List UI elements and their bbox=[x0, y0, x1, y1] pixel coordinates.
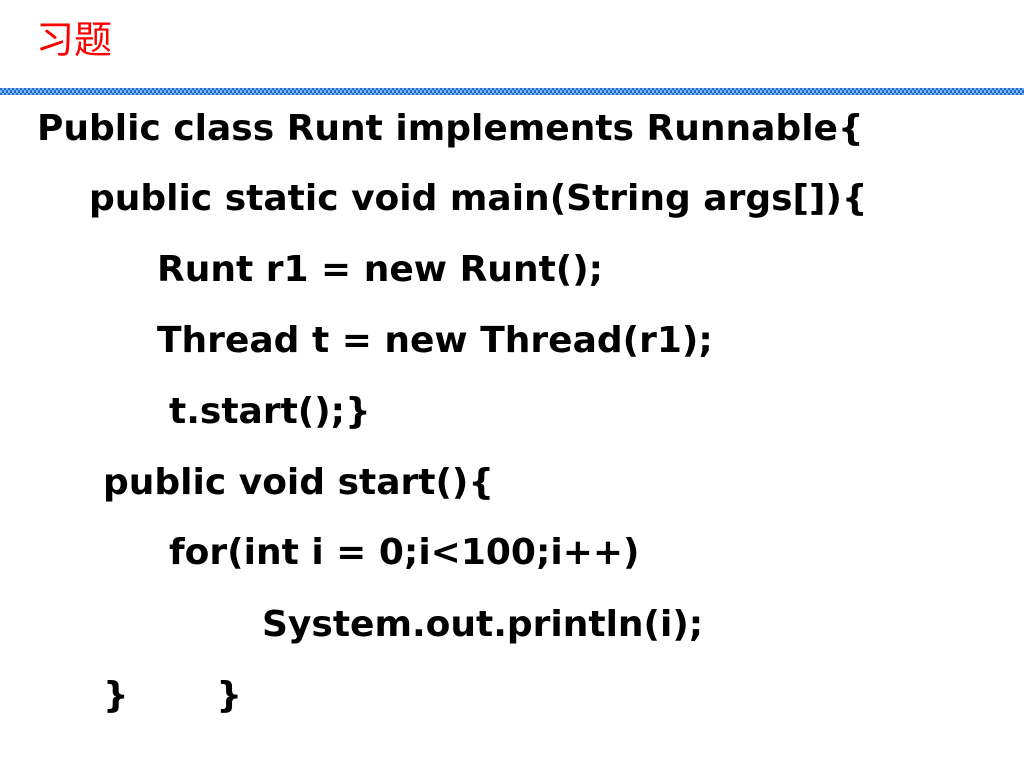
code-line: public void start(){ bbox=[103, 462, 494, 503]
code-line: Runt r1 = new Runt(); bbox=[157, 249, 604, 290]
code-line: Public class Runt implements Runnable{ bbox=[37, 108, 864, 149]
slide-title: 习题 bbox=[36, 18, 113, 62]
code-line: for(int i = 0;i<100;i++) bbox=[169, 532, 640, 573]
code-line: public static void main(String args[]){ bbox=[89, 178, 868, 219]
title-divider bbox=[0, 88, 1024, 95]
code-line: Thread t = new Thread(r1); bbox=[157, 320, 713, 361]
code-line: t.start();} bbox=[169, 391, 371, 432]
code-line: System.out.println(i); bbox=[262, 604, 704, 645]
code-line: } } bbox=[103, 675, 242, 716]
